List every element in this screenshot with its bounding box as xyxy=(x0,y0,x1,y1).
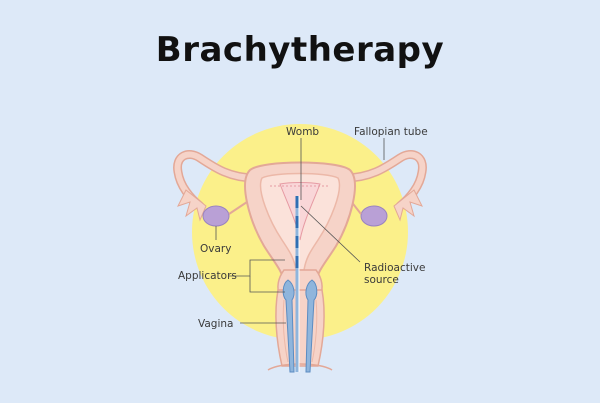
right-applicator xyxy=(305,279,318,373)
page-title: Brachytherapy xyxy=(155,30,445,70)
uterine-cavity xyxy=(279,182,321,241)
vulva xyxy=(267,363,333,371)
leader-lines xyxy=(215,138,385,324)
label-vagina: Vagina xyxy=(198,318,234,330)
left-applicator xyxy=(282,279,295,373)
left-ovary xyxy=(202,205,230,227)
left-fimbriae xyxy=(177,189,207,222)
label-fallopian-tube: Fallopian tube xyxy=(354,126,428,138)
label-womb: Womb xyxy=(286,126,320,138)
label-ovary: Ovary xyxy=(200,243,232,255)
label-radioactive-source-line2: source xyxy=(364,274,399,286)
right-ovary xyxy=(360,205,388,227)
label-radioactive-source-line1: Radioactive xyxy=(364,262,426,274)
label-applicators: Applicators xyxy=(178,270,237,282)
right-fimbriae xyxy=(393,189,423,222)
